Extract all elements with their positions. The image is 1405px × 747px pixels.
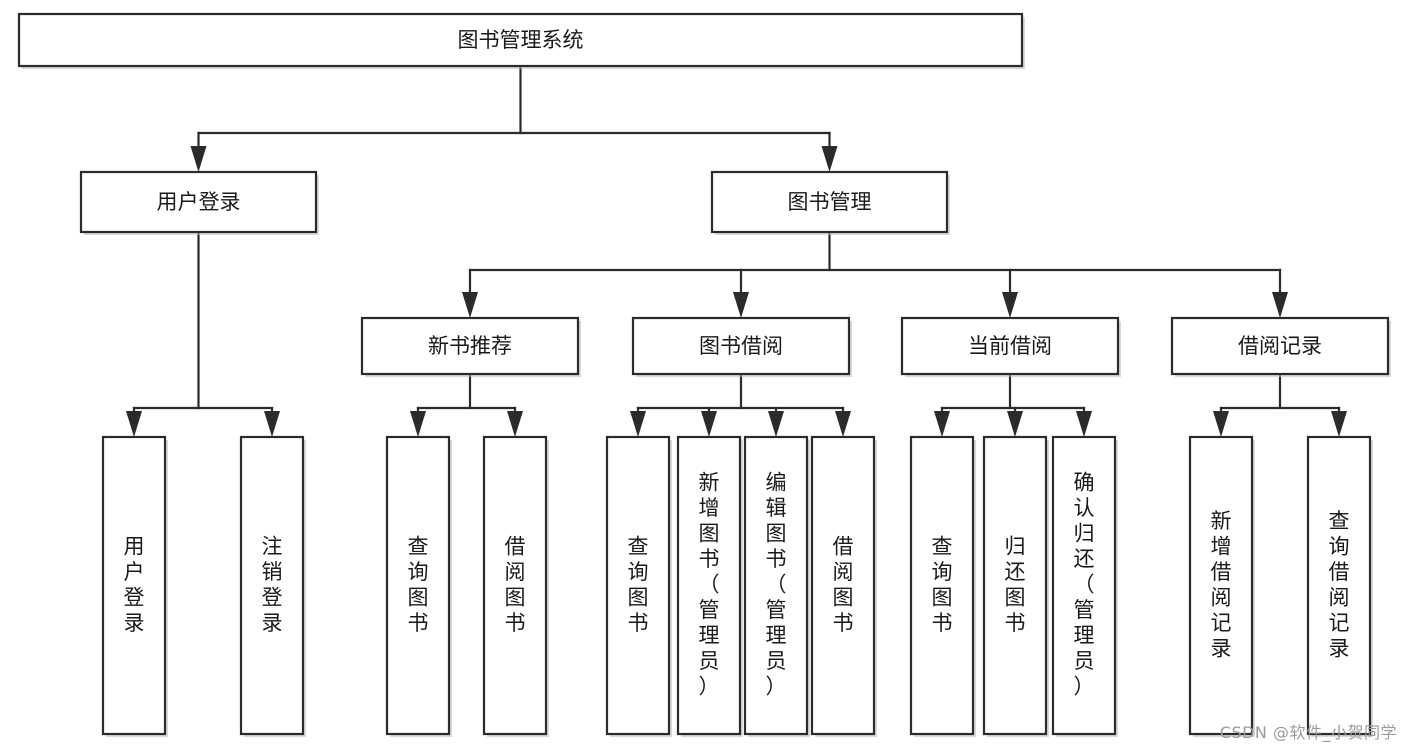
node-label: 查询图书 <box>408 534 429 635</box>
node-box[interactable] <box>482 435 548 736</box>
node-leaf-rec-borrow-book[interactable]: 借阅图书 <box>482 435 549 737</box>
node-user-login[interactable]: 用户登录 <box>79 170 319 235</box>
arrow-head-icon <box>462 292 478 318</box>
node-box[interactable] <box>605 435 671 736</box>
arrow-head-icon <box>768 411 784 437</box>
arrow-head-icon <box>507 411 523 437</box>
arrow-head-icon <box>835 411 851 437</box>
node-leaf-rec-query-book[interactable]: 查询图书 <box>385 435 452 737</box>
node-leaf-user-login[interactable]: 用户登录 <box>101 435 168 737</box>
node-box[interactable] <box>982 435 1048 736</box>
node-box[interactable] <box>710 170 949 234</box>
node-label: 用户登录 <box>157 190 241 214</box>
node-box[interactable] <box>743 435 809 736</box>
node-label: 查询图书 <box>628 534 649 635</box>
connector-group <box>934 372 1092 437</box>
node-borrow-record[interactable]: 借阅记录 <box>1170 316 1391 377</box>
node-label: 确认归还（管理员） <box>1074 471 1095 699</box>
node-root[interactable]: 图书管理系统 <box>17 12 1025 69</box>
node-leaf-borrow-edit-book[interactable]: 编辑图书（管理员） <box>743 435 810 737</box>
node-box[interactable] <box>810 435 876 736</box>
connector-group <box>410 372 523 437</box>
arrow-head-icon <box>1331 411 1347 437</box>
node-label: 查询借阅记录 <box>1329 509 1350 661</box>
arrow-head-icon <box>410 411 426 437</box>
node-leaf-cur-confirm-return[interactable]: 确认归还（管理员） <box>1051 435 1118 737</box>
node-current-borrow[interactable]: 当前借阅 <box>900 316 1121 377</box>
arrow-head-icon <box>1076 411 1092 437</box>
node-label: 查询图书 <box>932 534 953 635</box>
node-box[interactable] <box>239 435 305 736</box>
arrow-head-icon <box>630 411 646 437</box>
node-box[interactable] <box>900 316 1120 376</box>
arrow-head-icon <box>733 292 749 318</box>
node-label: 当前借阅 <box>968 334 1052 358</box>
node-box[interactable] <box>385 435 451 736</box>
node-box[interactable] <box>676 435 742 736</box>
arrow-head-icon <box>701 411 717 437</box>
node-label: 图书管理 <box>788 190 872 214</box>
node-label: 注销登录 <box>262 534 283 635</box>
node-label: 图书借阅 <box>699 334 783 358</box>
node-label: 编辑图书（管理员） <box>766 471 787 699</box>
arrow-head-icon <box>1002 292 1018 318</box>
node-label: 归还图书 <box>1005 534 1026 635</box>
node-leaf-rec-add-record[interactable]: 新增借阅记录 <box>1188 435 1255 737</box>
node-leaf-rec-query-record[interactable]: 查询借阅记录 <box>1306 435 1373 737</box>
node-label: 借阅图书 <box>505 534 526 635</box>
node-box[interactable] <box>1306 435 1372 736</box>
connector-group <box>1213 372 1347 437</box>
node-leaf-cur-return-book[interactable]: 归还图书 <box>982 435 1049 737</box>
node-leaf-borrow-add-book[interactable]: 新增图书（管理员） <box>676 435 743 737</box>
node-box[interactable] <box>79 170 318 234</box>
arrow-head-icon <box>1272 292 1288 318</box>
node-leaf-cur-query-book[interactable]: 查询图书 <box>909 435 976 737</box>
node-new-book-rec[interactable]: 新书推荐 <box>360 316 581 377</box>
arrow-head-icon <box>264 411 280 437</box>
node-box[interactable] <box>1188 435 1254 736</box>
arrow-head-icon <box>821 146 838 172</box>
arrow-head-icon <box>126 411 142 437</box>
connectors-layer <box>126 64 1347 437</box>
node-box[interactable] <box>17 12 1024 68</box>
arrow-head-icon <box>190 146 207 172</box>
node-book-borrow[interactable]: 图书借阅 <box>631 316 852 377</box>
connector-group <box>630 372 851 437</box>
node-label: 新书推荐 <box>428 334 512 358</box>
node-box[interactable] <box>1051 435 1117 736</box>
connector-group <box>126 230 280 437</box>
node-box[interactable] <box>360 316 580 376</box>
node-box[interactable] <box>101 435 167 736</box>
node-label: 用户登录 <box>124 534 145 635</box>
node-leaf-borrow-query-book[interactable]: 查询图书 <box>605 435 672 737</box>
node-label: 借阅记录 <box>1238 334 1322 358</box>
node-leaf-user-logout[interactable]: 注销登录 <box>239 435 306 737</box>
node-label: 新增图书（管理员） <box>699 471 720 699</box>
node-label: 借阅图书 <box>833 534 854 635</box>
node-label: 图书管理系统 <box>458 28 584 52</box>
node-box[interactable] <box>1170 316 1390 376</box>
node-box[interactable] <box>909 435 975 736</box>
node-book-manage[interactable]: 图书管理 <box>710 170 950 235</box>
arrow-head-icon <box>1007 411 1023 437</box>
connector-group <box>462 230 1288 318</box>
node-leaf-borrow-borrow-book[interactable]: 借阅图书 <box>810 435 877 737</box>
node-box[interactable] <box>631 316 851 376</box>
watermark-label: CSDN @软件_小贺同学 <box>1219 723 1397 742</box>
node-label: 新增借阅记录 <box>1211 509 1232 661</box>
nodes-layer: 图书管理系统用户登录图书管理新书推荐图书借阅当前借阅借阅记录用户登录注销登录查询… <box>17 12 1391 737</box>
arrow-head-icon <box>934 411 950 437</box>
connector-group <box>190 64 838 172</box>
arrow-head-icon <box>1213 411 1229 437</box>
